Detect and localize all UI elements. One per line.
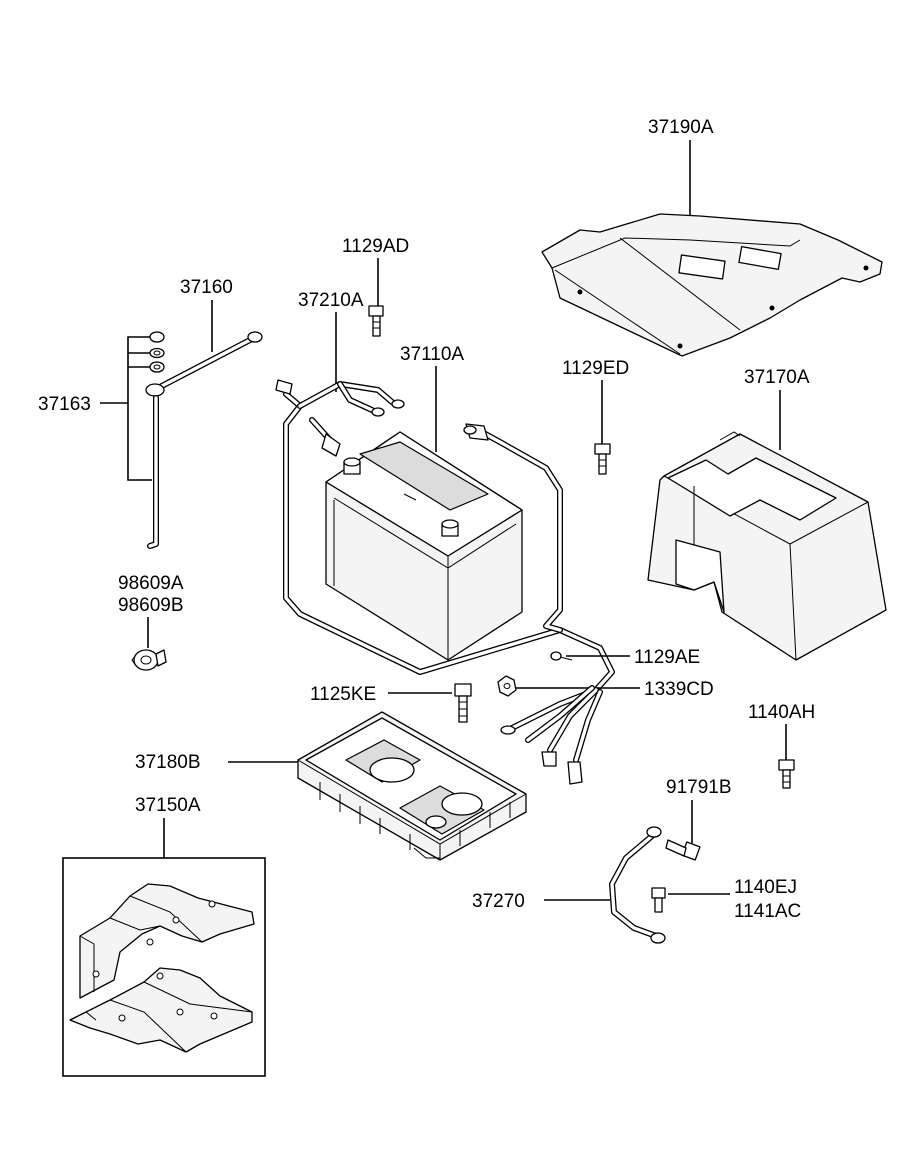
- label-1125KE: 1125KE: [310, 684, 376, 705]
- bolt-1140EJ-part: [651, 887, 666, 913]
- label-1140EJ: 1140EJ: [734, 877, 797, 898]
- bolt-1129AD-part: [368, 305, 384, 337]
- clip-98609-part: [131, 649, 167, 671]
- harness-branches-part: [500, 685, 603, 785]
- bracket-set-box: [62, 857, 266, 1077]
- hold-down-rod-part: [147, 395, 159, 549]
- ground-cable-37270-part: [609, 826, 666, 944]
- nut-1339CD-part: [497, 675, 517, 697]
- label-98609A: 98609A: [118, 573, 184, 594]
- label-1129AD: 1129AD: [342, 236, 409, 257]
- label-1129ED: 1129ED: [562, 358, 629, 379]
- bolt-1125KE-part: [454, 683, 472, 723]
- bracket-37163: [100, 336, 152, 481]
- bolt-1140AH-part: [778, 759, 795, 789]
- label-37270: 37270: [472, 891, 525, 912]
- label-37160: 37160: [180, 277, 233, 298]
- battery-cover-part: [541, 213, 883, 357]
- bracket-upper-part: [79, 883, 255, 999]
- label-37210A: 37210A: [298, 290, 364, 311]
- battery-37110A-part: [325, 431, 523, 661]
- screw-1129AE-part: [550, 651, 573, 661]
- label-1140AH: 1140AH: [748, 702, 815, 723]
- battery-tray-37180B-part: [297, 711, 527, 861]
- ground-strap-37160-part: [145, 331, 263, 397]
- battery-cable-harness-part: [275, 379, 615, 693]
- label-37163: 37163: [38, 394, 91, 415]
- label-91791B: 91791B: [666, 777, 732, 798]
- bolt-1129ED-part: [594, 443, 611, 475]
- label-37180B: 37180B: [135, 752, 201, 773]
- nut-washer-set-part: [149, 331, 165, 373]
- label-37170A: 37170A: [744, 367, 810, 388]
- label-1129AE: 1129AE: [634, 647, 700, 668]
- label-37150A: 37150A: [135, 795, 201, 816]
- insulator-pad-37170A-part: [647, 431, 887, 661]
- label-1141AC: 1141AC: [734, 901, 801, 922]
- label-37110A: 37110A: [400, 344, 464, 365]
- bolt-91791B-part: [665, 839, 701, 861]
- bracket-lower-part: [69, 967, 253, 1053]
- label-1339CD: 1339CD: [644, 679, 714, 700]
- label-98609B: 98609B: [118, 595, 184, 616]
- label-37190A: 37190A: [648, 117, 714, 138]
